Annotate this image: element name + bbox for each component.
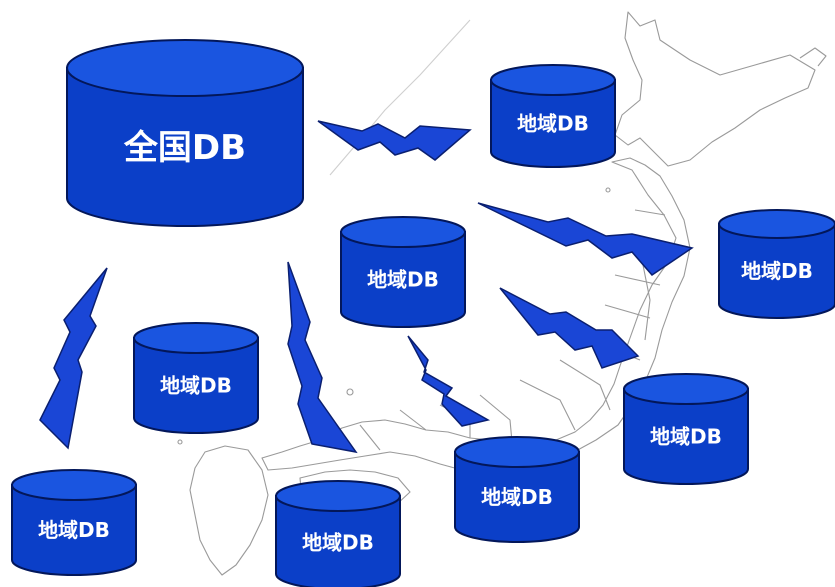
regional-database: 地域DB [718, 209, 835, 319]
map-hokkaido [614, 11, 816, 167]
map-boundary [639, 249, 651, 341]
database-cylinder-top [275, 480, 401, 512]
lightning-bolt-icon [477, 202, 694, 276]
map-kyushu [189, 445, 269, 576]
database-cylinder-top [66, 39, 304, 97]
database-cylinder-top [340, 216, 466, 248]
database-cylinder-body [490, 79, 616, 168]
database-label: 地域DB [38, 518, 110, 542]
regional-database: 地域DB [340, 216, 466, 328]
lightning-bolt-icon [287, 261, 358, 454]
connection-bolts [39, 120, 694, 454]
database-cylinders: 全国DB 地域DB 地域DB 地域DB 地域DB 地域DB 地域DB 地域DB 地域DB [11, 39, 835, 587]
lightning-bolt-icon [317, 120, 472, 161]
map-boundary [479, 394, 513, 443]
database-cylinder-body [718, 223, 835, 319]
database-cylinder-body [623, 388, 749, 485]
lightning-bolt-icon [407, 335, 491, 427]
map-boundary [519, 379, 576, 431]
map-hokkaido-tip [799, 47, 827, 67]
database-cylinder-top [718, 209, 835, 239]
database-cylinder-body [11, 484, 137, 576]
regional-database: 地域DB [623, 373, 749, 485]
database-label: 地域DB [302, 531, 374, 555]
map-boundary [634, 209, 666, 216]
database-label: 地域DB [517, 112, 589, 136]
database-label: 地域DB [367, 268, 439, 292]
regional-database: 地域DB [275, 480, 401, 587]
regional-database: 地域DB [454, 436, 580, 543]
regional-database: 地域DB [490, 64, 616, 168]
database-cylinder-top [454, 436, 580, 468]
lightning-bolt-icon [39, 267, 108, 450]
database-label: 地域DB [481, 485, 553, 509]
database-label: 地域DB [650, 425, 722, 449]
database-cylinder-top [133, 322, 259, 354]
regional-database: 地域DB [11, 469, 137, 576]
database-cylinder-body [275, 495, 401, 587]
map-boundary [559, 359, 611, 411]
map-island [346, 388, 354, 396]
map-boundary [604, 304, 651, 319]
database-cylinder-body [133, 337, 259, 434]
regional-database: 地域DB [133, 322, 259, 434]
map-boundary [614, 274, 661, 286]
database-label: 地域DB [160, 374, 232, 398]
central-database: 全国DB [66, 39, 304, 227]
map-island [605, 187, 611, 193]
database-cylinder-body [66, 67, 304, 227]
database-cylinder-top [11, 469, 137, 501]
database-cylinder-top [490, 64, 616, 96]
map-boundary [359, 424, 381, 451]
map-border-line [329, 19, 471, 176]
database-cylinder-top [623, 373, 749, 405]
database-cylinder-body [340, 231, 466, 328]
map-boundary [399, 409, 427, 431]
lightning-bolt-icon [499, 287, 640, 369]
map-honshu [261, 157, 691, 473]
database-label: 全国DB [123, 128, 246, 168]
map-island [177, 439, 183, 445]
database-label: 地域DB [741, 259, 813, 283]
database-cylinder-body [454, 451, 580, 543]
